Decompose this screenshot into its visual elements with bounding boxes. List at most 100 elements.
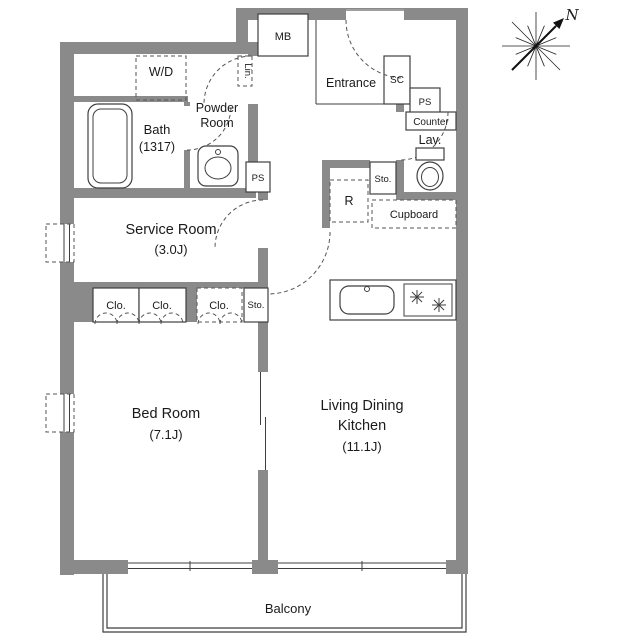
kitchen-sink-icon xyxy=(339,285,395,315)
toilet-bowl-inner xyxy=(421,167,439,187)
wall-powder-hall-a xyxy=(248,42,258,56)
wall-openings xyxy=(60,9,446,574)
wall-service-hall-a xyxy=(258,192,268,200)
washer-dryer-space xyxy=(135,55,187,101)
label-refrigerator: R xyxy=(344,194,353,208)
refrigerator-space xyxy=(329,179,369,223)
powder-door-arc xyxy=(203,55,253,105)
label-linen: Lin. xyxy=(242,63,253,78)
label-ldk-2: Kitchen xyxy=(338,418,386,434)
label-lavatory: Lav. xyxy=(419,133,442,147)
label-pipe-space-top: PS xyxy=(419,97,432,108)
label-closet1: Clo. xyxy=(106,300,126,312)
wall-left-exterior xyxy=(60,42,74,575)
storage-right-box xyxy=(369,161,397,195)
closet2-box xyxy=(138,287,187,323)
service-door-opening xyxy=(258,200,268,248)
wall-bath-powder-b xyxy=(184,150,190,188)
label-service-room: Service Room xyxy=(125,222,216,238)
storage-mid-box xyxy=(243,287,269,323)
entrance-opening xyxy=(346,9,404,20)
wall-bath-top xyxy=(74,96,188,102)
label-entrance: Entrance xyxy=(326,76,376,90)
stove-burner-2 xyxy=(432,298,446,312)
balcony-rail-inner xyxy=(106,574,463,629)
kitchen-faucet xyxy=(364,286,370,292)
dashed-elements xyxy=(45,19,457,433)
label-shoe-closet: SC xyxy=(390,75,404,86)
label-ldk-1: Living Dining xyxy=(320,398,403,414)
pipe-space-top-box xyxy=(409,87,441,115)
label-washer-dryer: W/D xyxy=(149,65,173,79)
label-storage-mid: Sto. xyxy=(248,300,265,311)
toilet-tank-icon xyxy=(415,147,445,161)
wall-fridge-top xyxy=(322,160,370,168)
fixtures xyxy=(87,103,453,317)
compass-rose: N xyxy=(502,6,579,80)
wall-bed-ldk-b xyxy=(258,470,268,560)
lav-door-arc xyxy=(399,111,449,161)
wall-right-exterior xyxy=(456,8,468,563)
label-cupboard: Cupboard xyxy=(390,209,438,221)
closet3-box xyxy=(196,287,243,323)
label-counter: Counter xyxy=(413,117,449,128)
north-label: N xyxy=(564,6,579,24)
vanity-faucet xyxy=(215,149,221,155)
balcony-rail-outer xyxy=(102,574,467,633)
wall-powder-bottom xyxy=(74,188,256,198)
label-storage-right: Sto. xyxy=(375,174,392,185)
stove-icon xyxy=(403,283,453,317)
wall-lav-bottom xyxy=(396,192,456,200)
label-powder-1: Powder xyxy=(196,101,238,115)
closet3-accordion-doors xyxy=(197,312,243,325)
label-meter-box: MB xyxy=(275,31,292,43)
partitions xyxy=(92,13,467,633)
cupboard-space xyxy=(371,199,457,229)
label-ldk-size: (11.1J) xyxy=(342,439,382,454)
label-bedroom-size: (7.1J) xyxy=(149,427,182,442)
service-door-arc xyxy=(214,199,264,249)
wall-closet-left-fill xyxy=(74,288,93,322)
wall-topleft-exterior xyxy=(60,42,238,54)
label-bath-size: (1317) xyxy=(139,140,175,154)
wall-lav-left-b xyxy=(396,160,404,196)
closet12-accordion-doors xyxy=(94,312,184,325)
label-powder-2: Room xyxy=(200,116,233,130)
label-closet2: Clo. xyxy=(152,300,172,312)
wall-closet-top xyxy=(74,282,268,288)
room-labels: W/D Bath (1317) Powder Room Lin. MB Entr… xyxy=(106,31,449,616)
entrance-door-arc xyxy=(345,19,405,79)
bathtub-icon xyxy=(87,103,133,189)
shutter-box-service xyxy=(45,223,75,263)
wall-lav-left-a xyxy=(396,104,404,112)
closet1-box xyxy=(92,287,140,323)
toilet-bowl-icon xyxy=(416,161,444,191)
bath-door-opening xyxy=(184,106,190,150)
label-pipe-space-mid: PS xyxy=(252,173,265,184)
wall-fridge-left xyxy=(322,168,330,228)
hall-ldk-door-arc xyxy=(267,231,331,295)
label-bedroom: Bed Room xyxy=(132,406,201,422)
wall-bath-powder-a xyxy=(184,102,190,106)
linen-box xyxy=(237,55,253,87)
wall-powder-hall-b xyxy=(248,104,258,162)
bedroom-sliding-opening xyxy=(258,372,268,470)
label-closet3: Clo. xyxy=(209,300,229,312)
meter-box xyxy=(257,13,309,57)
shutter-box-bedroom xyxy=(45,393,75,433)
stove-burner-1 xyxy=(410,290,424,304)
label-balcony: Balcony xyxy=(265,601,312,616)
north-arrowhead xyxy=(553,18,564,29)
wall-bed-ldk-a xyxy=(258,325,268,372)
wall-closet-mid-fill xyxy=(186,288,197,322)
powder-door-opening xyxy=(248,56,258,104)
bedroom-window-opening-left xyxy=(60,394,74,432)
label-bath: Bath xyxy=(144,122,171,137)
vanity-sink-icon xyxy=(197,145,239,187)
vanity-basin xyxy=(204,156,232,180)
label-service-size: (3.0J) xyxy=(154,242,187,257)
lav-door-opening xyxy=(396,112,404,160)
pipe-space-mid-box xyxy=(245,161,271,193)
